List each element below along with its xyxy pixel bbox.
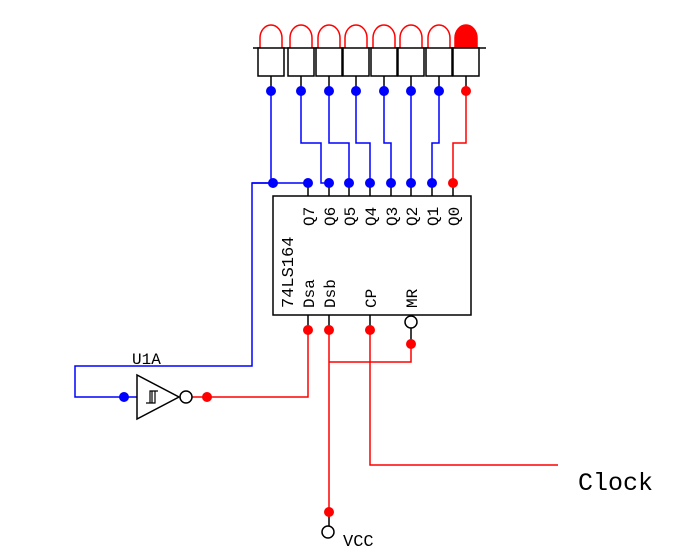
junction-dot	[324, 325, 334, 335]
junction-dot	[202, 392, 212, 402]
junction-dots	[119, 86, 471, 517]
junction-dot	[406, 86, 416, 96]
chip-output-label-q1: Q1	[425, 207, 443, 226]
vcc-terminal: VCC	[321, 525, 374, 552]
chip-input-label-cp: CP	[363, 289, 381, 308]
wire-led5-q5	[328, 91, 350, 183]
junction-dot	[303, 325, 313, 335]
led-body	[397, 47, 425, 77]
chip-input-label-dsb: Dsb	[322, 279, 340, 308]
inverter-output-bubble	[179, 390, 193, 404]
led-body	[315, 47, 343, 77]
led-q7	[257, 24, 285, 91]
clock-label: Clock	[578, 469, 653, 498]
chip-output-label-q5: Q5	[342, 207, 360, 226]
vcc-terminal-circle	[321, 525, 335, 539]
chip-output-label-q3: Q3	[384, 207, 402, 226]
wire-led0-q0	[452, 91, 467, 183]
junction-dot	[448, 178, 458, 188]
junction-dot	[365, 325, 375, 335]
led-bar-graph	[253, 24, 486, 91]
inverter-label: U1A	[132, 351, 161, 369]
led-dome-icon	[399, 24, 423, 48]
led-body	[425, 47, 453, 77]
wires	[74, 91, 558, 526]
led-body	[257, 47, 285, 77]
chip-output-label-q2: Q2	[404, 207, 422, 226]
chip-output-label-q7: Q7	[301, 207, 319, 226]
led-body	[287, 47, 315, 77]
wire-inverter-dsa	[192, 330, 309, 398]
led-q4	[342, 24, 370, 91]
junction-dot	[344, 178, 354, 188]
wire-cp-clock	[369, 330, 558, 466]
junction-dot	[324, 178, 334, 188]
led-dome-icon	[317, 24, 341, 48]
inverter-u1a: U1A	[132, 351, 193, 421]
led-q0	[452, 24, 480, 91]
junction-dot	[365, 178, 375, 188]
junction-dot	[324, 86, 334, 96]
led-dome-icon	[259, 24, 283, 48]
led-dome-icon	[454, 24, 478, 48]
chip-part-label: 74LS164	[280, 237, 299, 308]
wire-mr	[329, 344, 412, 363]
wire-led4-q4	[355, 91, 371, 183]
led-q1	[425, 24, 453, 91]
junction-dot	[296, 86, 306, 96]
led-q3	[370, 24, 398, 91]
wire-led6-q6	[300, 91, 329, 184]
junction-dot	[379, 86, 389, 96]
chip-output-label-q0: Q0	[446, 207, 464, 226]
inverter-triangle	[136, 373, 181, 421]
chip-output-label-q6: Q6	[322, 207, 340, 226]
junction-dot	[461, 86, 471, 96]
junction-dot	[268, 178, 278, 188]
junction-dot	[119, 392, 129, 402]
wire-led3-q3	[383, 91, 392, 183]
led-body	[452, 47, 480, 77]
mr-inversion-bubble	[404, 315, 418, 329]
vcc-label: VCC	[343, 533, 374, 552]
schmitt-trigger-icon	[146, 390, 158, 404]
junction-dot	[266, 86, 276, 96]
led-dome-icon	[372, 24, 396, 48]
chip-body	[272, 195, 472, 316]
led-dome-icon	[344, 24, 368, 48]
junction-dot	[303, 178, 313, 188]
led-body	[370, 47, 398, 77]
junction-dot	[427, 178, 437, 188]
led-dome-icon	[289, 24, 313, 48]
led-group	[257, 24, 480, 91]
wire-q7-feedback	[74, 182, 271, 398]
chip-input-label-dsa: Dsa	[301, 279, 319, 308]
led-dome-icon	[427, 24, 451, 48]
junction-dot	[406, 339, 416, 349]
wire-led1-q1	[431, 91, 440, 183]
led-q6	[287, 24, 315, 91]
chip-input-label-mr: MR	[404, 288, 422, 308]
led-q2	[397, 24, 425, 91]
junction-dot	[434, 86, 444, 96]
led-body	[342, 47, 370, 77]
chip-output-label-q4: Q4	[363, 207, 381, 226]
junction-dot	[386, 178, 396, 188]
junction-dot	[406, 178, 416, 188]
junction-dot	[351, 86, 361, 96]
junction-dot	[324, 507, 334, 517]
led-q5	[315, 24, 343, 91]
